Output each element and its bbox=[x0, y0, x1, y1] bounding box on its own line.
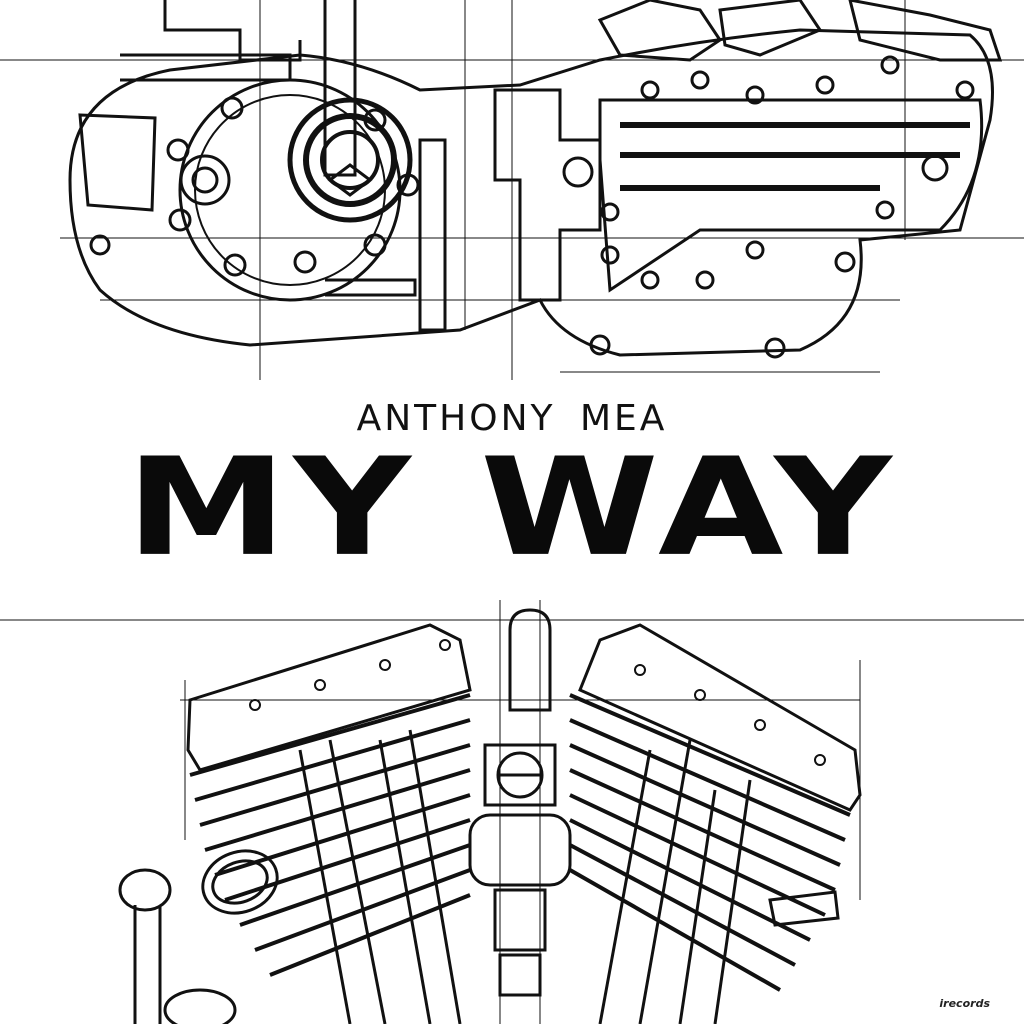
v-twin-engine-drawing bbox=[0, 600, 1024, 1024]
engine-side-drawing bbox=[0, 0, 1024, 380]
album-title: MY WAY bbox=[125, 429, 899, 587]
record-label-logo: irecords bbox=[939, 997, 990, 1010]
artist-name: ANTHONY MEA bbox=[356, 398, 668, 439]
